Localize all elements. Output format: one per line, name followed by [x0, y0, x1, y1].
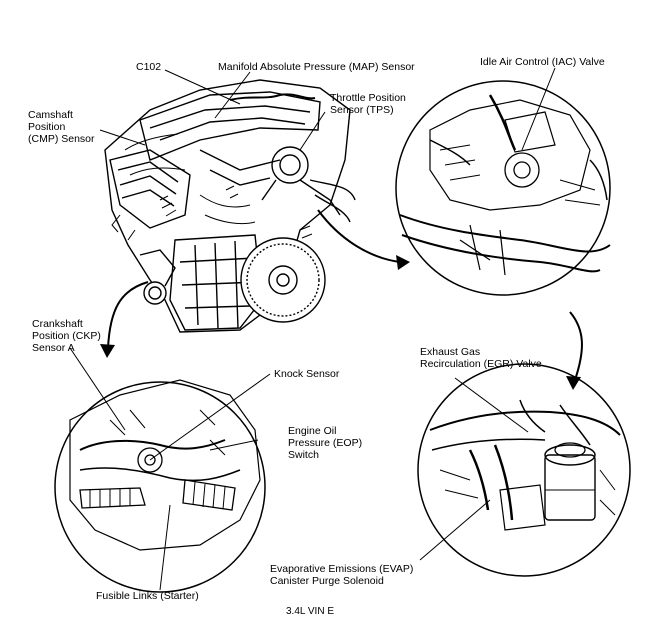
- label-ckp-sensor: Crankshaft Position (CKP) Sensor A: [32, 318, 101, 354]
- label-knock-sensor: Knock Sensor: [274, 368, 340, 380]
- label-map-sensor: Manifold Absolute Pressure (MAP) Sensor: [218, 61, 415, 73]
- iac-detail-inset: [395, 80, 611, 296]
- leader-lines: [69, 67, 556, 591]
- label-c102: C102: [136, 61, 162, 73]
- label-egr-valve: Exhaust Gas Recirculation (EGR) Valve: [420, 346, 542, 370]
- label-evap-line-1: Evaporative Emissions (EVAP): [270, 563, 414, 575]
- label-egr-line-2: Recirculation (EGR) Valve: [420, 358, 542, 370]
- diagram-caption: 3.4L VIN E: [286, 606, 334, 617]
- label-evap-solenoid: Evaporative Emissions (EVAP) Canister Pu…: [270, 563, 413, 587]
- label-cmp-line-2: Position: [28, 121, 66, 133]
- arrowheads: [100, 255, 581, 390]
- label-eop-line-1: Engine Oil: [288, 425, 337, 437]
- label-evap-line-2: Canister Purge Solenoid: [270, 575, 384, 587]
- engine-illustration: [104, 79, 356, 333]
- label-cmp-line-3: (CMP) Sensor: [28, 133, 95, 145]
- egr-detail-inset: [417, 363, 631, 577]
- label-eop-line-3: Switch: [288, 449, 319, 461]
- label-iac-valve: Idle Air Control (IAC) Valve: [480, 56, 605, 68]
- label-tps-line-1: Throttle Position: [330, 92, 406, 104]
- ckp-detail-inset: [54, 379, 266, 593]
- label-ckp-line-3: Sensor A: [32, 342, 75, 354]
- label-egr-line-1: Exhaust Gas: [420, 346, 481, 358]
- label-eop-switch: Engine Oil Pressure (EOP) Switch: [288, 425, 362, 461]
- label-ckp-line-2: Position (CKP): [32, 330, 101, 342]
- label-cmp-sensor: Camshaft Position (CMP) Sensor: [28, 109, 95, 145]
- label-fusible-links: Fusible Links (Starter): [96, 590, 199, 602]
- label-tps-line-2: Sensor (TPS): [330, 104, 394, 116]
- label-ckp-line-1: Crankshaft: [32, 318, 83, 330]
- label-eop-line-2: Pressure (EOP): [288, 437, 363, 449]
- view-arrows: [107, 209, 583, 381]
- label-tps: Throttle Position Sensor (TPS): [330, 92, 406, 116]
- label-cmp-line-1: Camshaft: [28, 109, 73, 121]
